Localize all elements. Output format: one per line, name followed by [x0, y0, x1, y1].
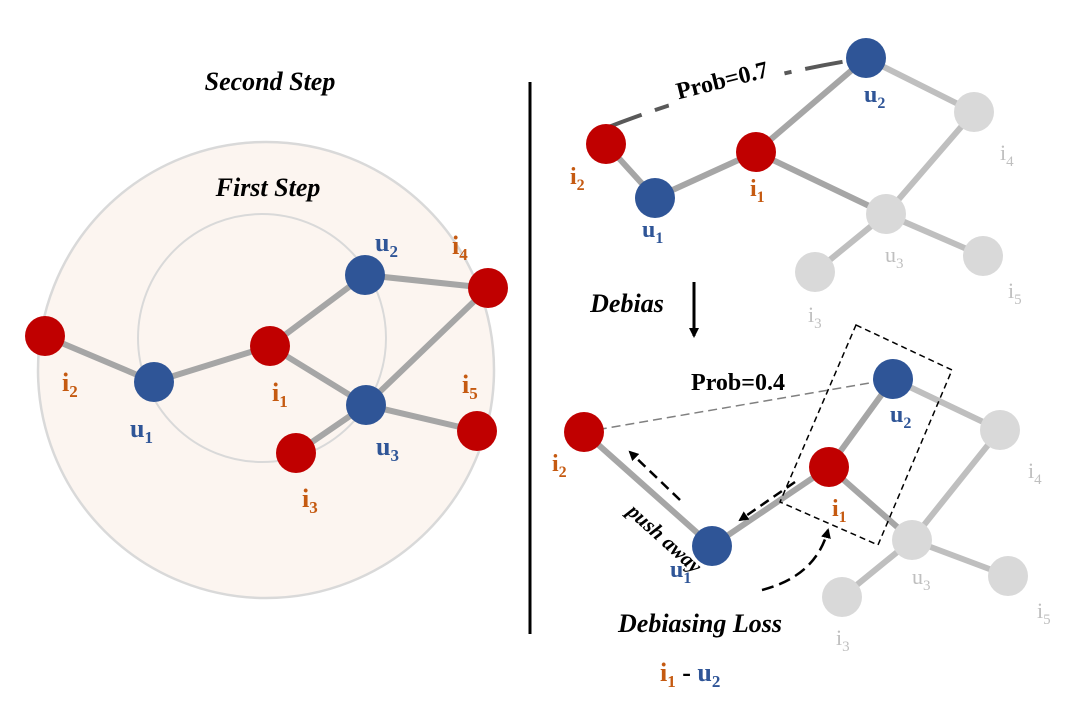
- item-node: [468, 268, 508, 308]
- debiasing-loss-title: Debiasing Loss: [617, 609, 782, 638]
- faded-node: [822, 577, 862, 617]
- item-node: [25, 316, 65, 356]
- prob-0-4-label: Prob=0.4: [691, 370, 785, 396]
- first-step-title: First Step: [215, 173, 321, 202]
- second-step-circle: [36, 140, 496, 600]
- right-top-panel: Prob=0.7 i2 u1 i1 u2 i4 u3 i5 i3: [570, 38, 1022, 332]
- item-node: [736, 132, 776, 172]
- label-i3: i3: [808, 302, 822, 332]
- faded-node: [980, 410, 1020, 450]
- label-i5: i5: [1008, 278, 1022, 308]
- item-node: [276, 433, 316, 473]
- user-node: [873, 359, 913, 399]
- faded-node: [866, 194, 906, 234]
- edge-u1-i1: [151, 343, 273, 385]
- label-i2: i2: [552, 451, 567, 481]
- item-node: [250, 326, 290, 366]
- label-i1: i1: [750, 176, 765, 206]
- second-step-title: Second Step: [205, 67, 336, 96]
- label-i1: i1: [272, 378, 288, 411]
- nodes-bottom: [564, 359, 1028, 617]
- loss-pair-formula: i1 - u2: [660, 658, 720, 691]
- nodes-top: [586, 38, 1003, 292]
- user-node: [635, 178, 675, 218]
- item-node: [809, 447, 849, 487]
- debiasing-loss-arrow: [761, 528, 831, 592]
- faded-node: [892, 520, 932, 560]
- debias-label: Debias: [589, 289, 664, 318]
- left-panel: Second Step First Step i2 u1 i1: [25, 67, 508, 600]
- faded-node: [963, 236, 1003, 276]
- label-u1: u1: [130, 414, 153, 447]
- label-u1: u1: [670, 557, 691, 587]
- label-i3: i3: [836, 625, 850, 655]
- label-i5: i5: [1037, 598, 1051, 628]
- label-u2: u2: [864, 82, 885, 112]
- label-i2: i2: [62, 368, 78, 401]
- labels-top: i2 u1 i1 u2 i4 u3 i5 i3: [570, 82, 1022, 332]
- label-i3: i3: [302, 484, 318, 517]
- label-u2: u2: [375, 228, 398, 261]
- label-u3: u3: [376, 432, 399, 465]
- left-nodes: [25, 255, 508, 473]
- user-node: [346, 385, 386, 425]
- prob-0-4-dashed-edge: [583, 378, 894, 433]
- faded-node: [954, 92, 994, 132]
- label-u2: u2: [890, 402, 911, 432]
- label-i4: i4: [1000, 140, 1014, 170]
- left-labels: i2 u1 i1 u2 u3 i4 i5 i3: [62, 228, 478, 517]
- item-node: [564, 412, 604, 452]
- item-node: [457, 411, 497, 451]
- push-away-arrow-i2: [628, 450, 681, 501]
- label-i4: i4: [1028, 458, 1042, 488]
- label-u1: u1: [642, 217, 663, 247]
- i1-u2-highlight-box: [779, 323, 953, 546]
- faded-edges-top: [812, 55, 986, 275]
- push-away-arrow-i1: [738, 480, 796, 522]
- label-i2: i2: [570, 164, 585, 194]
- user-node: [846, 38, 886, 78]
- label-i4: i4: [452, 231, 468, 264]
- user-node: [134, 362, 174, 402]
- user-node: [345, 255, 385, 295]
- prob-label-bg: [661, 47, 787, 111]
- label-u3: u3: [885, 242, 904, 272]
- label-i1: i1: [832, 496, 847, 526]
- faded-node: [795, 252, 835, 292]
- right-bottom-panel: Prob=0.4 push away i2 u1 i1 u2: [552, 323, 1051, 691]
- edge-u2-i4: [362, 272, 491, 291]
- labels-bottom: i2 u1 i1 u2 i4 u3 i5 i3: [552, 402, 1051, 655]
- user-node: [692, 526, 732, 566]
- label-i5: i5: [462, 370, 478, 403]
- label-u3: u3: [912, 564, 931, 594]
- edge-u3-i4: [363, 285, 491, 408]
- item-node: [586, 124, 626, 164]
- first-step-circle: [137, 213, 387, 463]
- faded-node: [988, 556, 1028, 596]
